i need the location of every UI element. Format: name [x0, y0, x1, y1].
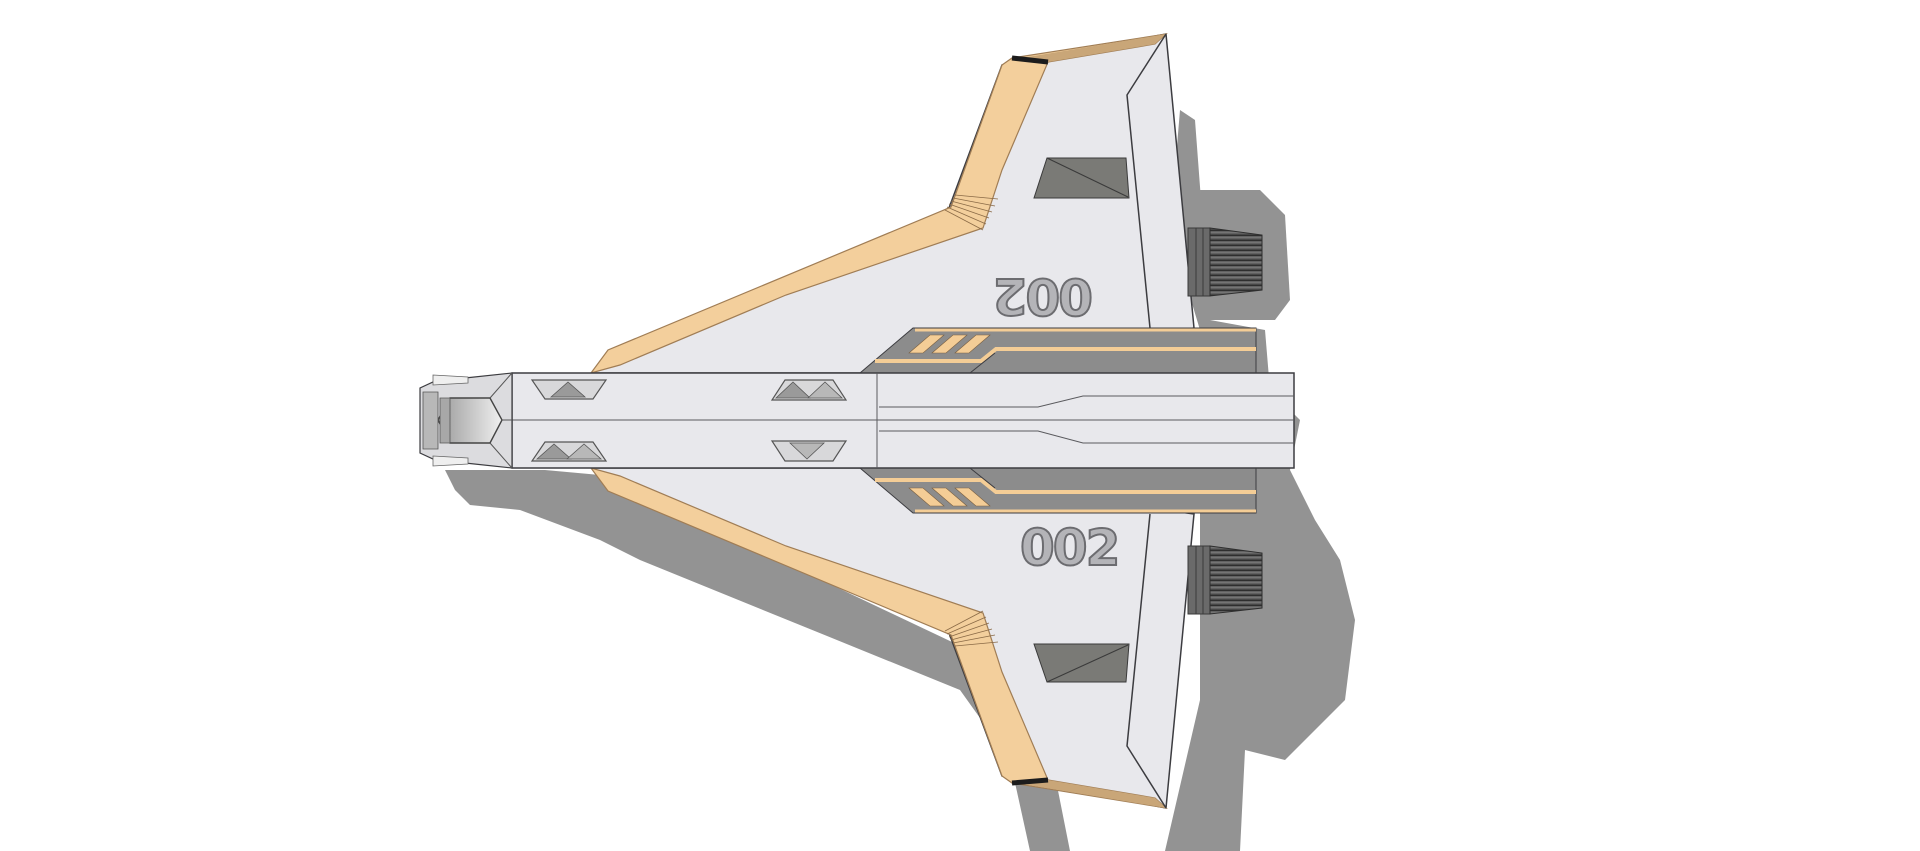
hull-number-top: 002 — [995, 267, 1093, 325]
lower-chevron-stripes — [908, 487, 991, 507]
lower-wing-vent — [1033, 643, 1130, 683]
fuselage-triangle-vent — [530, 379, 608, 400]
upper-chevron-stripes — [908, 334, 991, 354]
lower-stripe-panel — [858, 467, 1257, 514]
upper-wing: 002 — [589, 33, 1195, 375]
lower-wing: 002 — [589, 466, 1195, 809]
fuselage-triangle-vent — [770, 440, 848, 462]
fuselage — [511, 372, 1295, 469]
hull-number-bottom: 002 — [1020, 519, 1118, 577]
upper-engine — [1187, 227, 1263, 297]
lower-engine — [1187, 545, 1263, 615]
fuselage-triangle-vent — [770, 379, 848, 401]
cockpit-nose — [419, 372, 513, 469]
upper-wing-vent — [1033, 157, 1130, 199]
upper-stripe-panel — [858, 327, 1257, 374]
fuselage-triangle-vent — [530, 441, 608, 462]
